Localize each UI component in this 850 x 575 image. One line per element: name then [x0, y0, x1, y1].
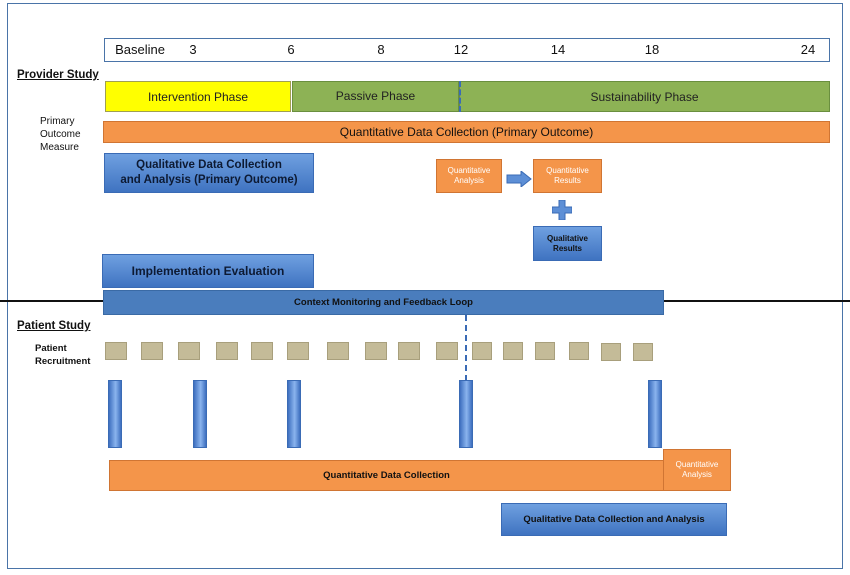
intervention-phase: Intervention Phase: [105, 81, 291, 112]
recruitment-square: [535, 342, 555, 360]
recruitment-label-line1: Patient: [35, 343, 67, 354]
recruitment-square: [251, 342, 273, 360]
patient-study-title: Patient Study: [17, 320, 91, 332]
patient-quant-bar: Quantitative Data Collection: [109, 460, 664, 491]
outcome-label-line1: Primary: [40, 116, 75, 127]
qual-primary-box: Qualitative Data Collection and Analysis…: [104, 153, 314, 193]
recruitment-square: [287, 342, 309, 360]
patient-quant-analysis-line1: Quantitative: [675, 460, 719, 469]
assessment-bar: [459, 380, 473, 448]
patient-recruitment-label: Patient Recruitment: [35, 343, 90, 368]
recruitment-label-line2: Recruitment: [35, 355, 91, 367]
patient-quant-analysis-line2: Analysis: [682, 470, 712, 479]
sustainability-phase-label: Sustainability Phase: [590, 89, 699, 104]
quant-results-box: Quantitative Results: [533, 159, 602, 193]
qual-results-line2: Results: [553, 243, 582, 253]
month12-dashed-lower: [465, 315, 467, 381]
quant-primary-label: Quantitative Data Collection (Primary Ou…: [339, 125, 594, 139]
recruitment-square: [216, 342, 238, 360]
quant-analysis-box: Quantitative Analysis: [436, 159, 502, 193]
qual-results-box: Qualitative Results: [533, 226, 602, 261]
tick-8: 8: [377, 42, 385, 57]
intervention-phase-label: Intervention Phase: [147, 89, 249, 104]
tick-24: 24: [800, 42, 816, 57]
qual-primary-line1: Qualitative Data Collection: [136, 159, 282, 171]
quant-results-line2: Results: [554, 176, 581, 185]
implementation-evaluation-label: Implementation Evaluation: [131, 264, 285, 278]
tick-3: 3: [189, 42, 197, 57]
plus-icon: [552, 200, 572, 220]
quant-primary-bar: Quantitative Data Collection (Primary Ou…: [103, 121, 830, 143]
assessment-bar: [287, 380, 301, 448]
patient-qual-label: Qualitative Data Collection and Analysis: [523, 514, 705, 525]
patient-quant-label: Quantitative Data Collection: [323, 470, 450, 481]
tick-12: 12: [453, 42, 469, 57]
tick-baseline: Baseline: [115, 42, 165, 57]
recruitment-square: [601, 343, 621, 361]
qual-results-line1: Qualitative: [547, 233, 588, 243]
outcome-label-line2: Outcome: [40, 129, 81, 140]
quant-analysis-line1: Quantitative: [447, 166, 491, 175]
recruitment-square: [503, 342, 523, 360]
recruitment-square: [105, 342, 127, 360]
patient-qual-box: Qualitative Data Collection and Analysis: [501, 503, 727, 536]
patient-quant-analysis-box: Quantitative Analysis: [663, 449, 731, 491]
implementation-evaluation-box: Implementation Evaluation: [102, 254, 314, 288]
right-arrow-icon: [506, 171, 532, 187]
recruitment-square: [141, 342, 163, 360]
context-loop-bar: Context Monitoring and Feedback Loop: [103, 290, 664, 315]
passive-phase-label: Passive Phase: [335, 89, 416, 103]
timeline-bar: Baseline 3 6 8 12 14 18 24: [104, 38, 830, 62]
recruitment-square: [569, 342, 589, 360]
recruitment-square: [633, 343, 653, 361]
qual-primary-line2: and Analysis (Primary Outcome): [120, 174, 298, 186]
provider-study-title: Provider Study: [17, 69, 99, 81]
quant-analysis-line2: Analysis: [454, 176, 484, 185]
sustainability-phase: Sustainability Phase: [459, 81, 830, 112]
recruitment-square: [178, 342, 200, 360]
assessment-bar: [193, 380, 207, 448]
outcome-label-line3: Measure: [40, 142, 79, 153]
tick-14: 14: [550, 42, 566, 57]
assessment-bar: [108, 380, 122, 448]
diagram-frame: [7, 3, 843, 569]
quant-results-line1: Quantitative: [546, 166, 589, 175]
recruitment-square: [398, 342, 420, 360]
recruitment-square: [327, 342, 349, 360]
assessment-bar: [648, 380, 662, 448]
tick-6: 6: [287, 42, 295, 57]
passive-phase: Passive Phase: [292, 81, 459, 112]
month12-dashed-upper: [459, 81, 461, 112]
recruitment-square: [472, 342, 492, 360]
recruitment-square: [365, 342, 387, 360]
context-loop-label: Context Monitoring and Feedback Loop: [294, 297, 473, 308]
recruitment-square: [436, 342, 458, 360]
tick-18: 18: [644, 42, 660, 57]
primary-outcome-label: Primary Outcome Measure: [40, 115, 81, 154]
